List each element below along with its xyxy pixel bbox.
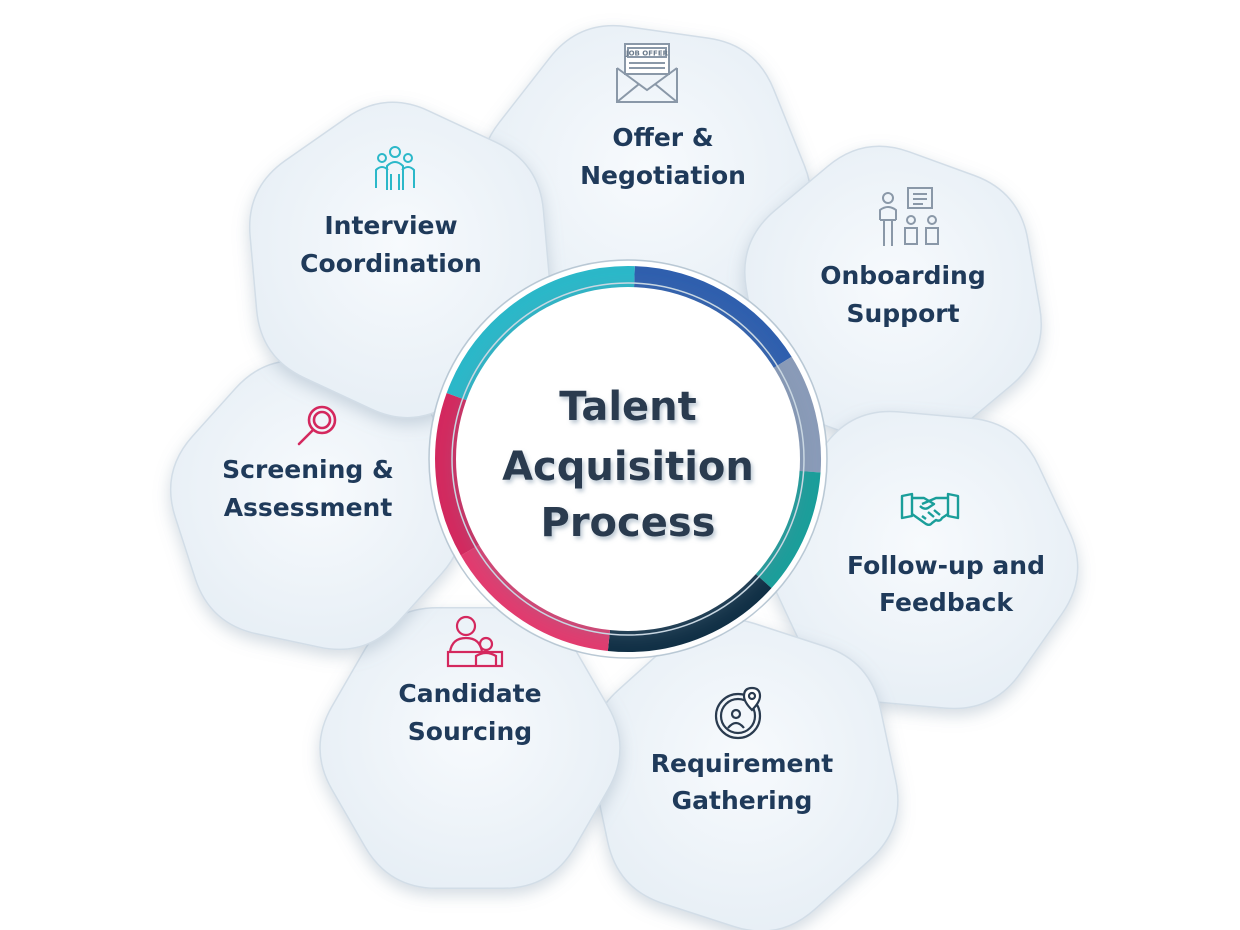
stage-label-offer-line-2: Negotiation bbox=[580, 161, 746, 190]
ring-segment-requirement bbox=[607, 573, 772, 652]
stage-label-candidate-line-2: Sourcing bbox=[408, 717, 532, 746]
stage-candidate-sourcing: Candidate Sourcing bbox=[398, 615, 542, 746]
stage-follow-up-feedback: Follow-up and Feedback bbox=[847, 492, 1045, 617]
stage-label-candidate-line-1: Candidate bbox=[398, 679, 541, 708]
magnifier-icon bbox=[297, 405, 337, 446]
center-disc bbox=[456, 287, 800, 631]
stage-interview-coordination: Interview Coordination bbox=[300, 146, 482, 278]
center-title-line-2: Acquisition bbox=[502, 444, 754, 490]
process-ring bbox=[428, 259, 828, 659]
center-inner-outline bbox=[451, 282, 805, 636]
ring-segment-screening bbox=[435, 393, 481, 556]
stage-screening-assessment: Screening & Assessment bbox=[222, 405, 394, 522]
petal-candidate bbox=[319, 606, 621, 890]
stage-requirement-gathering: Requirement Gathering bbox=[651, 686, 834, 815]
stage-label-offer-line-1: Offer & bbox=[612, 123, 713, 152]
stage-label-interview-line-1: Interview bbox=[324, 211, 457, 240]
stage-onboarding-support: Onboarding Support bbox=[820, 187, 986, 328]
stage-label-onboarding-line-1: Onboarding bbox=[820, 261, 985, 290]
stage-label-requirement-line-2: Gathering bbox=[672, 786, 813, 815]
stage-label-screening-line-2: Assessment bbox=[224, 493, 393, 522]
stage-label-follow-up-line-2: Feedback bbox=[879, 588, 1014, 617]
ring-segment-candidate bbox=[460, 544, 611, 651]
stage-label-interview-line-2: Coordination bbox=[300, 249, 482, 278]
stage-label-screening-line-1: Screening & bbox=[222, 455, 394, 484]
location-person-icon bbox=[714, 686, 762, 740]
stage-label-requirement-line-1: Requirement bbox=[651, 749, 834, 778]
ring-segment-offer bbox=[633, 266, 792, 369]
group-people-icon bbox=[375, 146, 415, 190]
presentation-team-icon bbox=[879, 187, 939, 246]
candidates-icon bbox=[446, 615, 504, 668]
ring-segment-follow-up bbox=[754, 470, 821, 589]
center-title: Talent Acquisition Process bbox=[502, 384, 754, 546]
job-offer-text: JOB OFFER bbox=[625, 50, 669, 58]
stage-label-onboarding-line-2: Support bbox=[846, 299, 959, 328]
ring-outer-outline bbox=[428, 259, 828, 659]
stage-offer-negotiation: JOB OFFER Offer & Negotiation bbox=[580, 43, 746, 190]
center-title-line-1: Talent bbox=[559, 384, 697, 430]
center-title-line-3: Process bbox=[541, 500, 716, 546]
ring-segment-interview bbox=[446, 266, 635, 401]
ring-segment-onboarding bbox=[772, 356, 822, 473]
handshake-icon bbox=[900, 492, 960, 526]
stage-label-follow-up-line-1: Follow-up and bbox=[847, 551, 1045, 580]
job-offer-envelope-icon: JOB OFFER bbox=[616, 43, 678, 103]
